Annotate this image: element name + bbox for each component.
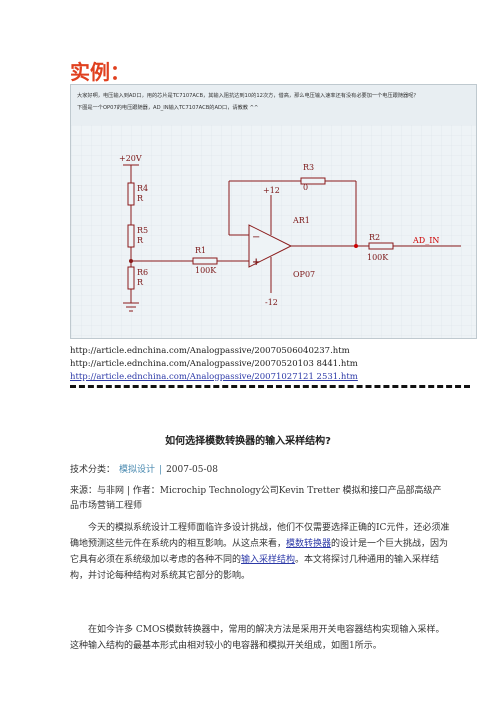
inverting-symbol: − — [252, 232, 260, 243]
r3-value: 0 — [303, 183, 308, 192]
sampling-structure-link[interactable]: 输入采样结构 — [241, 555, 296, 565]
category-label: 技术分类： — [70, 465, 116, 475]
output-net-label: AD_IN — [412, 236, 439, 245]
article-meta: 技术分类：模拟设计|2007-05-08 — [70, 462, 218, 475]
article-paragraph: 在如今许多 CMOS模数转换器中，常用的解决方法是采用开关电容器结构实现输入采样… — [70, 625, 445, 651]
r1-value: 100K — [195, 266, 217, 275]
r2-label: R2 — [369, 233, 380, 242]
category-link[interactable]: 模拟设计 — [119, 465, 156, 475]
reference-links: http://article.ednchina.com/Analogpassiv… — [70, 345, 358, 384]
r2-value: 100K — [367, 253, 389, 262]
vneg-label: -12 — [265, 298, 278, 307]
r6-value: R — [137, 278, 144, 287]
section-divider — [70, 385, 470, 388]
r1-label: R1 — [195, 246, 206, 255]
reference-link[interactable]: http://article.ednchina.com/Analogpassiv… — [70, 346, 350, 356]
noninverting-symbol: + — [252, 257, 260, 268]
reference-link[interactable]: http://article.ednchina.com/Analogpassiv… — [70, 359, 358, 369]
r5-value: R — [137, 236, 144, 245]
article-source: 来源：与非网 | 作者：Microchip Technology公司Kevin … — [70, 486, 442, 511]
question-line-2: 下图是一个OP07的电压跟随器，AD_IN输入TC7107ACB的AD口，请教教… — [77, 103, 258, 111]
vpos-label: +12 — [263, 186, 280, 195]
schematic-drawing: 大家好啊，电压输入到AD口，用的芯片是TC7107ACB，其输入阻抗达到10的1… — [71, 85, 476, 338]
article-date: 2007-05-08 — [166, 465, 218, 475]
example-heading: 实例： — [70, 60, 130, 84]
opamp-part-label: OP07 — [293, 270, 315, 279]
r5-label: R5 — [137, 226, 148, 235]
article-paragraph: 今天的模拟系统设计工程师面临许多设计挑战，他们不仅需要选择正确的IC元件，还必须… — [70, 523, 450, 581]
adc-link[interactable]: 模数转换器 — [286, 539, 332, 549]
question-line-1: 大家好啊，电压输入到AD口，用的芯片是TC7107ACB，其输入阻抗达到10的1… — [77, 91, 419, 99]
meta-separator: | — [159, 465, 163, 475]
opamp-ref-label: AR1 — [292, 216, 310, 225]
r4-value: R — [137, 194, 144, 203]
circuit-schematic: 大家好啊，电压输入到AD口，用的芯片是TC7107ACB，其输入阻抗达到10的1… — [70, 84, 477, 339]
article-title: 如何选择模数转换器的输入采样结构? — [165, 436, 331, 447]
r6-label: R6 — [137, 268, 148, 277]
r4-label: R4 — [137, 184, 148, 193]
supply-label: +20V — [119, 154, 142, 163]
r3-label: R3 — [303, 163, 314, 172]
reference-link[interactable]: http://article.ednchina.com/Analogpassiv… — [70, 372, 358, 382]
